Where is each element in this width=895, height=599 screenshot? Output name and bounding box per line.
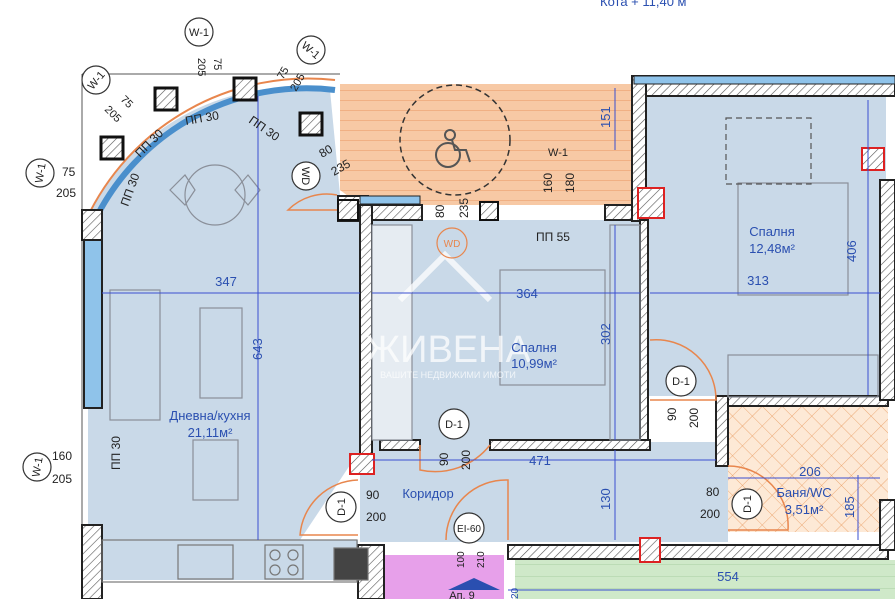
window-big-bedroom-top (633, 75, 895, 85)
watermark-brand: ЖИВЕНА (365, 329, 532, 371)
dim-206: 206 (799, 464, 821, 479)
d1big-dim-90: 90 (665, 407, 679, 421)
dim-347: 347 (215, 274, 237, 289)
living-furniture (109, 164, 261, 501)
watermark-tagline: ВАШИТЕ НЕДВИЖИМИ ИМОТИ (380, 370, 516, 380)
bay-post-4 (298, 111, 324, 137)
d1living-dim-90: 90 (366, 488, 380, 502)
walls (81, 75, 895, 599)
dim-364: 364 (516, 286, 538, 301)
wd-dim-80: 80 (317, 142, 336, 161)
dim-313: 313 (747, 273, 769, 288)
apartment-label: Ап. 9 (449, 590, 475, 599)
tag-d1-living: D-1 (336, 498, 348, 516)
living-area: 21,11м² (188, 425, 234, 440)
door-swings (286, 193, 789, 541)
corridor-area (360, 442, 728, 542)
d1big-dim-200: 200 (687, 408, 701, 428)
pp30-c: ПП 30 (184, 108, 220, 128)
dim-130: 130 (598, 488, 613, 510)
watermark: ЖИВЕНА ВАШИТЕ НЕДВИЖИМИ ИМОТИ (365, 250, 532, 380)
w1c-dim-205: 205 (102, 104, 123, 125)
small-bedroom-name: Спалня (511, 340, 556, 355)
entry-arrow-icon (448, 578, 500, 590)
kota-label: Кота + 11,40 м (600, 0, 687, 9)
big-bedroom-name: Спалня (749, 224, 794, 239)
tag-wd: WD (299, 167, 311, 185)
ei60-dim-100: 100 (456, 551, 467, 568)
w1b-dim-75: 75 (275, 65, 292, 82)
dim-180-terrace: 180 (563, 173, 577, 193)
dim-406: 406 (844, 240, 859, 262)
bay-arc-outer (85, 77, 336, 221)
bath-name: Баня/WC (776, 485, 831, 500)
dim-160-terrace: 160 (541, 173, 555, 193)
dim-554: 554 (717, 569, 739, 584)
dimension-lines (102, 88, 880, 591)
d1bed-dim-90: 90 (437, 452, 451, 466)
d1living-dim-200: 200 (366, 510, 386, 524)
dim-235-terrace: 235 (457, 198, 471, 218)
bay-arc-window (91, 85, 336, 224)
small-bedroom-furniture (371, 224, 641, 441)
window-terrace-left (359, 195, 421, 205)
small-bedroom-area (372, 220, 640, 442)
wheelchair-turn-circle (399, 84, 511, 196)
neighbour-area (515, 560, 895, 599)
tag-d1-bath: D-1 (742, 495, 754, 513)
d1bath-dim-80: 80 (706, 485, 720, 499)
bay-post-1 (99, 135, 125, 161)
dim-302: 302 (598, 323, 613, 345)
big-bedroom-area (646, 96, 886, 396)
living-name: Дневна/кухня (169, 408, 250, 423)
wheelchair-icon (435, 129, 471, 168)
pp55: ПП 55 (536, 230, 570, 244)
d1bath-dim-200: 200 (700, 507, 720, 521)
terrace-strip (605, 84, 635, 206)
wd-badge: WD (444, 239, 461, 250)
pp30-e: ПП 30 (109, 436, 123, 470)
kitchen-strip (88, 540, 358, 580)
corridor-name: Коридор (402, 486, 453, 501)
big-bedroom-furniture (725, 117, 879, 398)
dim-80-terrace: 80 (433, 204, 447, 218)
bay-post-2 (153, 86, 179, 112)
w1c-dim-75: 75 (118, 94, 135, 111)
w1d-dim-205: 205 (56, 186, 76, 200)
big-bedroom-area-label: 12,48м² (749, 241, 795, 256)
dim-151: 151 (598, 106, 613, 128)
kitchen-counter (101, 539, 369, 583)
w1e-dim-160: 160 (52, 449, 72, 463)
tag-w1-d: W-1 (33, 162, 48, 184)
w1a-dim-75: 75 (211, 58, 223, 70)
tag-w1-e: W-1 (30, 456, 45, 478)
w1a-dim-205: 205 (195, 58, 207, 76)
small-bedroom-area-label: 10,99м² (511, 356, 557, 371)
living-room-area (88, 87, 360, 540)
stair-area (384, 555, 504, 599)
tag-w1-a: W-1 (189, 27, 209, 39)
terrace-floor (340, 84, 632, 205)
dim-20-entry: 20 (510, 587, 521, 599)
w1d-dim-75: 75 (62, 165, 76, 179)
dim-185: 185 (842, 496, 857, 518)
ei60-dim-210: 210 (476, 551, 487, 568)
bay-post-3 (232, 76, 258, 102)
tag-ei60: EI-60 (457, 524, 481, 535)
w1-terrace-label: W-1 (548, 147, 568, 159)
bath-area: 3,51м² (785, 502, 824, 517)
tag-d1-big: D-1 (672, 376, 690, 388)
dim-643: 643 (250, 338, 265, 360)
window-living-left (83, 239, 103, 409)
tag-d1-bed: D-1 (445, 419, 463, 431)
dim-471: 471 (529, 453, 551, 468)
d1bed-dim-200: 200 (459, 450, 473, 470)
w1e-dim-205: 205 (52, 472, 72, 486)
tag-circles (22, 17, 763, 544)
